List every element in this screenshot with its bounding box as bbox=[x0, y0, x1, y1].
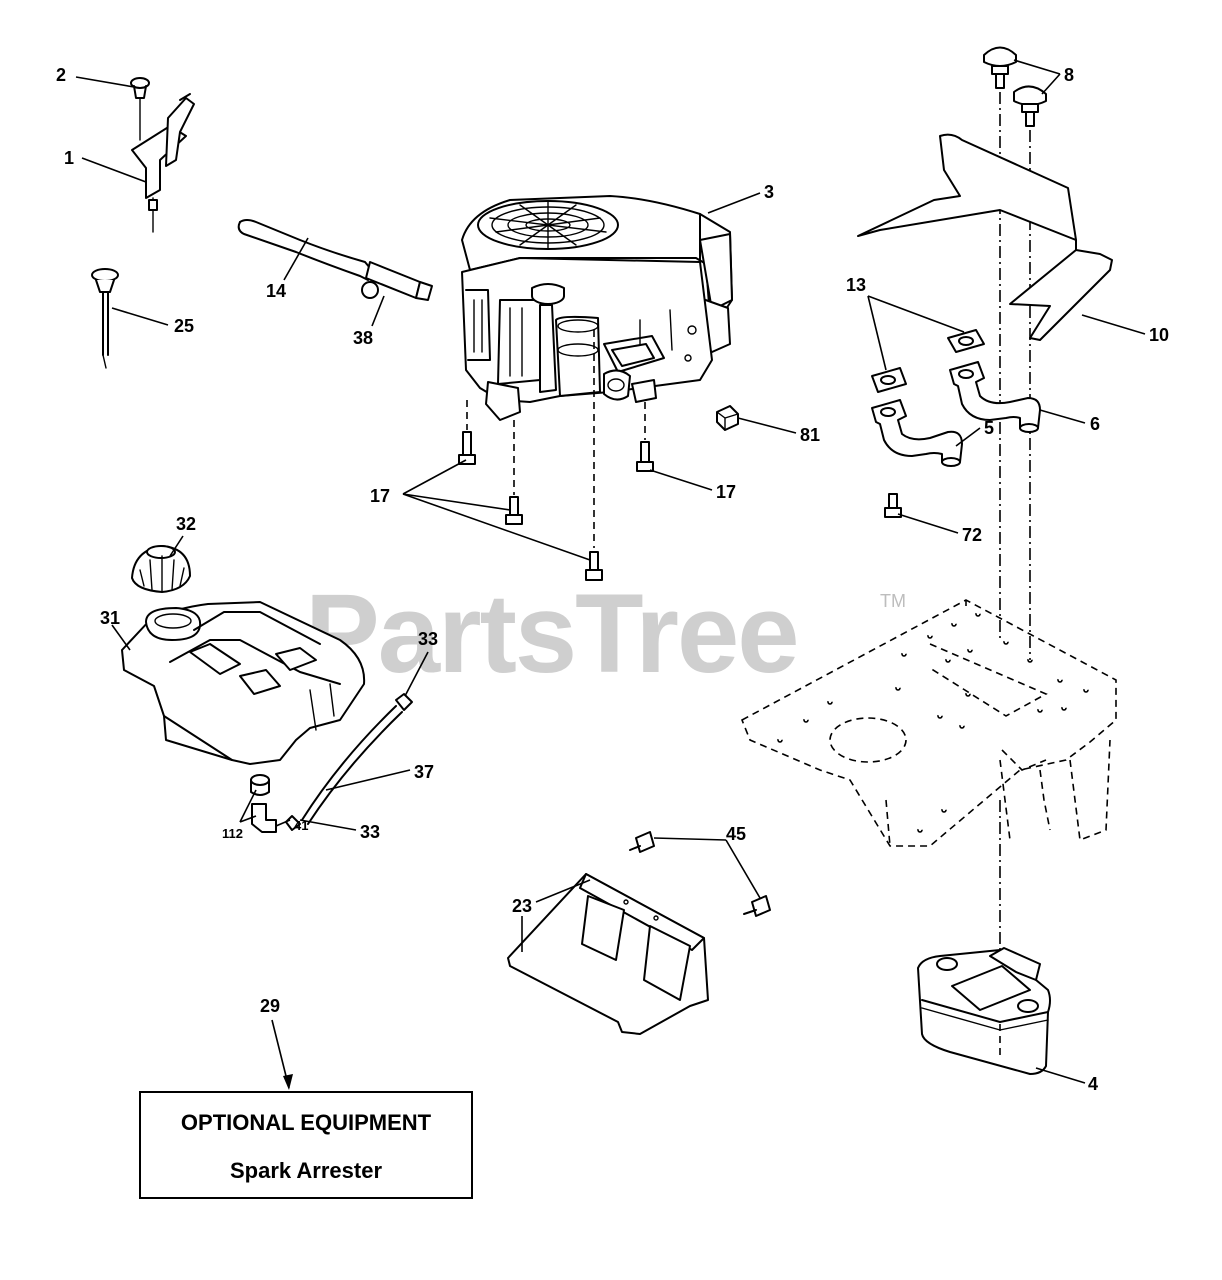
exhaust-pipe-right-part[interactable] bbox=[949, 361, 1041, 433]
callout-31: 31 bbox=[100, 608, 120, 628]
heat-shield-part[interactable] bbox=[857, 133, 1113, 341]
callout-33-top: 33 bbox=[418, 629, 438, 649]
callout-32: 32 bbox=[176, 514, 196, 534]
engine-shield-part[interactable] bbox=[507, 873, 709, 1035]
callout-1: 1 bbox=[64, 148, 74, 168]
callout-8: 8 bbox=[1064, 65, 1074, 85]
callout-4: 4 bbox=[1088, 1074, 1098, 1094]
callout-25: 25 bbox=[174, 316, 194, 336]
callout-72: 72 bbox=[962, 525, 982, 545]
optional-equipment-box: OPTIONAL EQUIPMENT Spark Arrester bbox=[139, 1091, 473, 1199]
optional-equipment-title: OPTIONAL EQUIPMENT bbox=[181, 1110, 432, 1135]
callout-6: 6 bbox=[1090, 414, 1100, 434]
engine-part[interactable] bbox=[461, 195, 733, 421]
callout-38: 38 bbox=[353, 328, 373, 348]
callout-14: 14 bbox=[266, 281, 286, 301]
exhaust-gasket-part[interactable] bbox=[871, 329, 985, 393]
callout-5: 5 bbox=[984, 418, 994, 438]
callout-45: 45 bbox=[726, 824, 746, 844]
fuel-hose-part[interactable] bbox=[301, 705, 403, 825]
fuel-tank-part[interactable] bbox=[121, 601, 366, 765]
nut-part[interactable] bbox=[716, 405, 739, 431]
exhaust-pipe-left-part[interactable] bbox=[871, 399, 963, 467]
callout-41: 41 bbox=[294, 818, 308, 833]
watermark-brand: PartsTree bbox=[305, 571, 798, 696]
callout-13: 13 bbox=[846, 275, 866, 295]
engine-mounting-guides bbox=[466, 330, 646, 548]
leader-lines bbox=[75, 59, 1146, 1090]
callout-labels: 2 1 3 8 10 13 6 5 14 38 81 17 17 72 25 3… bbox=[56, 65, 1169, 1094]
callout-17-left: 17 bbox=[370, 486, 390, 506]
callout-33-bottom: 33 bbox=[360, 822, 380, 842]
callout-29: 29 bbox=[260, 996, 280, 1016]
shield-bolt-part[interactable] bbox=[629, 831, 771, 917]
exhaust-bolt-part[interactable] bbox=[884, 493, 902, 518]
fuel-line-part[interactable] bbox=[237, 219, 371, 281]
callout-2: 2 bbox=[56, 65, 66, 85]
fuel-filter-part[interactable] bbox=[361, 261, 433, 301]
fuel-bushing-part[interactable] bbox=[250, 774, 270, 796]
callout-3: 3 bbox=[764, 182, 774, 202]
throttle-control-part[interactable] bbox=[130, 77, 195, 233]
callout-37: 37 bbox=[414, 762, 434, 782]
spark-arrester-label: Spark Arrester bbox=[230, 1158, 382, 1183]
callout-112: 112 bbox=[222, 826, 243, 841]
muffler-part[interactable] bbox=[917, 947, 1051, 1075]
tractor-frame-reference bbox=[740, 599, 1117, 847]
mounting-bolt-part[interactable] bbox=[458, 431, 654, 581]
callout-23: 23 bbox=[512, 896, 532, 916]
fuel-cap-part[interactable] bbox=[131, 545, 191, 593]
fuel-elbow-part[interactable] bbox=[251, 803, 277, 833]
partstree-watermark: PartsTree TM bbox=[305, 571, 906, 696]
callout-81: 81 bbox=[800, 425, 820, 445]
callout-10: 10 bbox=[1149, 325, 1169, 345]
watermark-trademark: TM bbox=[880, 591, 906, 611]
choke-knob-part[interactable] bbox=[91, 268, 119, 369]
callout-17-right: 17 bbox=[716, 482, 736, 502]
heat-shield-bolt-part[interactable] bbox=[983, 46, 1047, 127]
